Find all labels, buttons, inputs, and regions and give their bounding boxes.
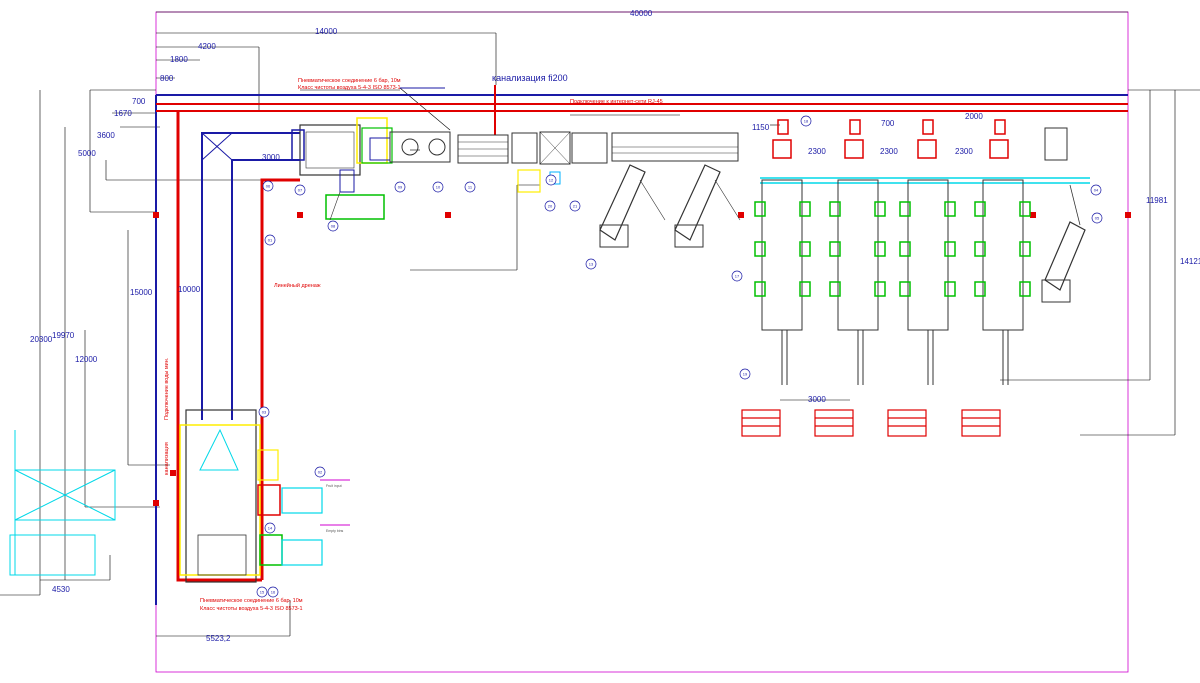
callout-circle xyxy=(800,115,812,127)
label-water-connection: Подключение воды мин. xyxy=(164,357,170,420)
dim-1800: 1800 xyxy=(170,55,188,64)
dosing-units xyxy=(772,119,1009,159)
red-pipelines xyxy=(156,85,1128,582)
callout-circle xyxy=(262,180,274,192)
dim-4200: 4200 xyxy=(198,42,216,51)
dim-10000: 10000 xyxy=(178,285,201,294)
callout-number: 05 xyxy=(1095,216,1100,221)
annotation-labels: Пневматическое соединение 6 бар, 10м Кла… xyxy=(164,73,663,612)
dim-3000-top: 3000 xyxy=(262,153,280,162)
callout-circle xyxy=(569,200,581,212)
callout-circle xyxy=(294,184,306,196)
dim-4530: 4530 xyxy=(52,585,70,594)
callout-circle xyxy=(739,368,751,380)
label-arrow-1: Fruit input xyxy=(326,484,342,488)
callout-number: 03 xyxy=(262,410,267,415)
callout-circle xyxy=(394,181,406,193)
label-drain: Линейный дренаж xyxy=(274,282,321,289)
callout-circle xyxy=(544,200,556,212)
blue-utility-lines xyxy=(155,87,1128,605)
callout-number: 08 xyxy=(331,224,336,229)
callout-circle xyxy=(258,406,270,418)
dim-19970: 19970 xyxy=(52,331,75,340)
callout-number: 06 xyxy=(266,184,271,189)
input-arrows xyxy=(320,479,350,526)
callout-circle xyxy=(264,522,276,534)
top-processing-line xyxy=(291,117,739,221)
dim-5523: 5523,2 xyxy=(206,634,231,643)
callout-circle xyxy=(545,174,557,186)
label-arrow-2: Empty bins xyxy=(326,529,344,533)
callout-circle xyxy=(432,181,444,193)
dim-700: 700 xyxy=(132,97,146,106)
callout-circle xyxy=(264,234,276,246)
callout-number: 12 xyxy=(549,178,554,183)
callout-number: 09 xyxy=(398,185,403,190)
label-internet: Подключение к интернет-сети RJ-45 xyxy=(570,99,663,105)
callout-number: 19 xyxy=(743,372,748,377)
label-pneumo-bottom-line2: Класс чистоты воздуха 5-4-3 ISO 8573-1 xyxy=(200,606,303,612)
dim-2300b: 2300 xyxy=(880,147,898,156)
callout-number: 04 xyxy=(1094,188,1099,193)
label-pneumo-top-line1: Пневматическое соединение 6 бар, 10м xyxy=(298,78,401,84)
callout-number: 21 xyxy=(573,204,578,209)
label-pneumo-top-line2: Класс чистоты воздуха 5-4-3 ISO 8573-1 xyxy=(298,85,401,91)
callout-circle xyxy=(464,181,476,193)
dim-3000-bottom: 3000 xyxy=(808,395,826,404)
dimension-texts: 40000 14000 4200 1800 800 700 1670 3600 … xyxy=(30,9,1200,643)
dim-40000: 40000 xyxy=(630,9,653,18)
dim-12000: 12000 xyxy=(75,355,98,364)
callout-number: 13 xyxy=(589,262,594,267)
callout-circle xyxy=(256,586,268,598)
callout-number: 07 xyxy=(298,188,303,193)
callout-number: 02 xyxy=(318,470,323,475)
dim-15000: 15000 xyxy=(130,288,153,297)
label-sewer-vertical: канализация xyxy=(164,442,170,475)
dim-20300: 20300 xyxy=(30,335,53,344)
callout-number: 01 xyxy=(268,238,273,243)
dim-800: 800 xyxy=(160,74,174,83)
dim-1150: 1150 xyxy=(752,123,770,132)
callout-circle xyxy=(731,270,743,282)
dim-14000: 14000 xyxy=(315,27,338,36)
dim-1670: 1670 xyxy=(114,109,132,118)
callout-number: 11 xyxy=(468,185,473,190)
dim-5000: 5000 xyxy=(78,149,96,158)
label-pneumo-bottom-line1: Пневматическое соединение 6 бар, 10м xyxy=(200,598,303,604)
callout-number: 10 xyxy=(436,185,441,190)
cyan-distribution-line xyxy=(760,177,1090,184)
output-bin-stacks xyxy=(741,409,1001,437)
callout-number: 20 xyxy=(548,204,553,209)
callout-number: 18 xyxy=(804,119,809,124)
callout-number: 17 xyxy=(735,274,740,279)
callout-circle xyxy=(1090,184,1102,196)
dim-2300c: 2300 xyxy=(955,147,973,156)
callout-number: 14 xyxy=(268,526,273,531)
sorting-tables xyxy=(754,179,1031,385)
dim-3600: 3600 xyxy=(97,131,115,140)
callout-circle xyxy=(314,466,326,478)
dim-11981: 11981 xyxy=(1146,196,1168,205)
label-sewer-top: канализация fi200 xyxy=(492,73,568,83)
bin-tipper-block xyxy=(179,409,323,583)
callout-circle xyxy=(585,258,597,270)
dim-14121: 14121 xyxy=(1180,257,1200,266)
inclined-conveyors xyxy=(599,127,1086,303)
wall-markers xyxy=(153,212,1131,506)
dim-700b: 700 xyxy=(881,119,895,128)
callout-circle xyxy=(327,220,339,232)
callout-number: 15 xyxy=(260,590,265,595)
dim-2000: 2000 xyxy=(965,112,983,121)
callout-circle xyxy=(267,586,279,598)
callout-circle xyxy=(1091,212,1103,224)
callout-number: 16 xyxy=(271,590,276,595)
loader-equipment xyxy=(9,430,116,576)
callout-markers: 06 07 08 09 10 11 12 20 21 13 18 01 03 02 14 15 16 17 19 04… xyxy=(256,115,1103,598)
dim-2300a: 2300 xyxy=(808,147,826,156)
